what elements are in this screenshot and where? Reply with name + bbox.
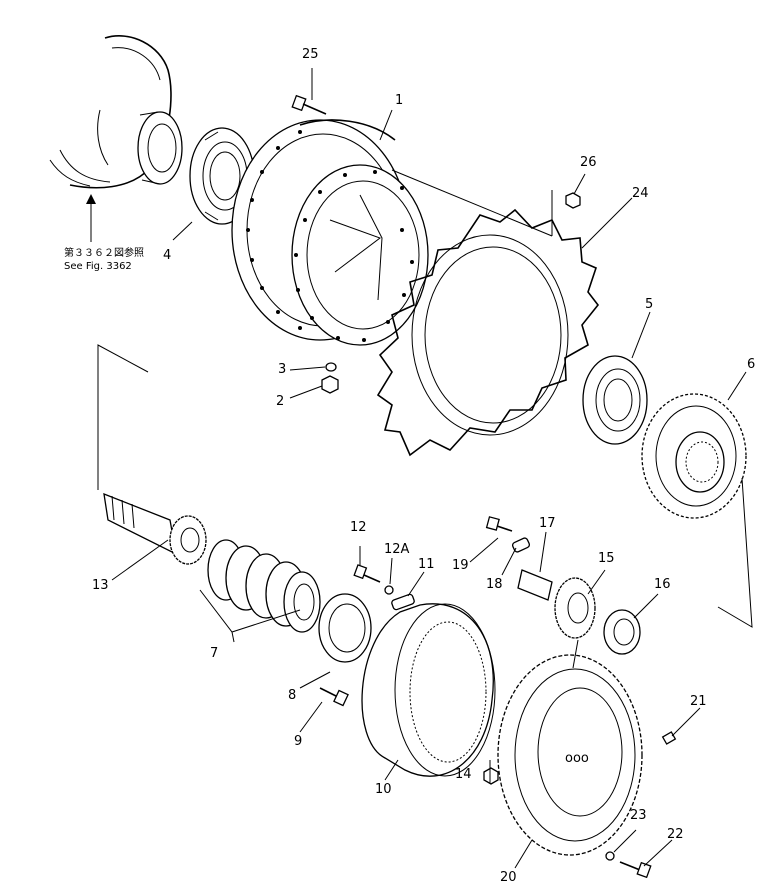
part-9-bolt — [319, 687, 349, 707]
leader-lines — [97, 68, 753, 869]
part-24-sprocket — [376, 208, 600, 457]
label-10: 10 — [375, 782, 392, 797]
hub-marking: ooo — [565, 751, 589, 766]
part-19-bolt — [485, 516, 513, 532]
label-12: 12 — [350, 520, 367, 535]
reference-english-text: See Fig. 3362 — [64, 261, 132, 272]
part-12-bolt — [353, 564, 381, 583]
label-24: 24 — [632, 186, 649, 201]
part-16-bearing — [603, 609, 641, 655]
part-15-pinion — [554, 577, 596, 639]
label-15: 15 — [598, 551, 615, 566]
part-12a-washer — [384, 585, 394, 595]
label-7: 7 — [210, 646, 218, 661]
part-10-ring-gear — [361, 603, 496, 777]
label-21: 21 — [690, 694, 707, 709]
label-16: 16 — [654, 577, 671, 592]
part-1-hub — [231, 119, 429, 346]
label-4: 4 — [163, 248, 171, 263]
label-2: 2 — [276, 394, 284, 409]
label-18: 18 — [486, 577, 503, 592]
part-23-washer — [605, 851, 615, 861]
part-3-washer — [325, 362, 337, 372]
hub-bolt-holes — [246, 130, 414, 342]
part-13-shaft — [103, 492, 207, 565]
label-12a: 12A — [384, 542, 410, 557]
label-9: 9 — [294, 734, 302, 749]
label-17: 17 — [539, 516, 556, 531]
part-8-plate — [318, 593, 372, 663]
reference-arrow-head — [86, 194, 96, 204]
part-2-nut — [321, 375, 339, 394]
part-5-bearing — [582, 355, 648, 445]
part-21-plug — [661, 731, 677, 745]
part-18-plate — [511, 537, 531, 553]
label-5: 5 — [645, 297, 653, 312]
part-labels: 1 2 3 4 5 6 7 8 9 10 11 12 12A 13 14 15 … — [92, 47, 755, 885]
reference-japanese-text: 第３３６２図参照 — [64, 246, 144, 259]
label-1: 1 — [395, 93, 403, 108]
part-25-bolt — [291, 94, 327, 115]
part-6-gear — [641, 393, 747, 519]
label-3: 3 — [278, 362, 286, 377]
label-26: 26 — [580, 155, 597, 170]
part-20-carrier: ooo — [497, 654, 643, 856]
label-8: 8 — [288, 688, 296, 703]
part-7-plates — [207, 539, 321, 633]
label-13: 13 — [92, 578, 109, 593]
label-25: 25 — [302, 47, 319, 62]
label-14: 14 — [455, 767, 472, 782]
label-22: 22 — [667, 827, 684, 842]
label-6: 6 — [747, 357, 755, 372]
label-23: 23 — [630, 808, 647, 823]
label-20: 20 — [500, 870, 517, 885]
part-14-nut — [483, 767, 499, 785]
part-17-pin — [517, 569, 553, 601]
part-26-nut — [565, 192, 581, 209]
referenced-housing — [49, 35, 183, 189]
part-11-lock-plate — [391, 593, 415, 611]
label-19: 19 — [452, 558, 469, 573]
label-11: 11 — [418, 557, 435, 572]
